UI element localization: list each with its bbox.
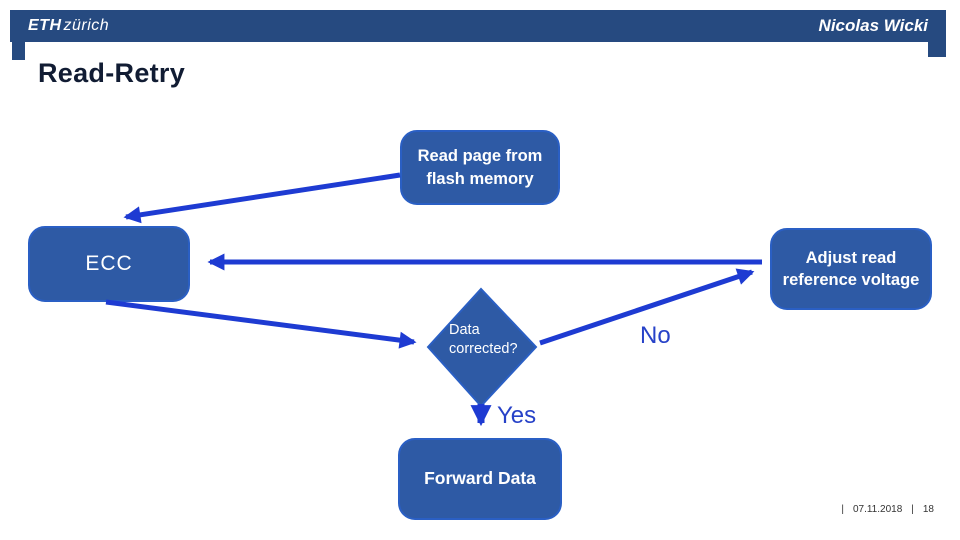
header-left-tab (12, 42, 25, 60)
edge-ecc-to-decision (105, 299, 417, 349)
edge-label-no: No (640, 322, 671, 349)
footer: | 07.11.2018 | 18 (841, 504, 934, 515)
footer-date: 07.11.2018 (852, 504, 903, 515)
edge-readpage-to-ecc (123, 172, 401, 224)
footer-page-number: 18 (922, 504, 934, 515)
footer-separator: | (841, 504, 844, 515)
flow-node-forward-data: Forward Data (398, 438, 562, 520)
edge-label-yes: Yes (497, 402, 537, 429)
flow-node-adjust-voltage: Adjust read reference voltage (770, 228, 932, 310)
logo-city-text: zürich (63, 17, 110, 34)
flow-node-decision-label: Data corrected? (449, 322, 518, 357)
author-name: Nicolas Wicki (818, 16, 928, 35)
page-title: Read-Retry (38, 58, 186, 88)
logo-eth-text: ETH (28, 17, 62, 34)
flow-node-read-page: Read page from flash memory (400, 130, 560, 205)
footer-separator: | (911, 504, 914, 515)
header-right-tab (928, 42, 946, 57)
flow-node-ecc: ECC (28, 226, 190, 302)
